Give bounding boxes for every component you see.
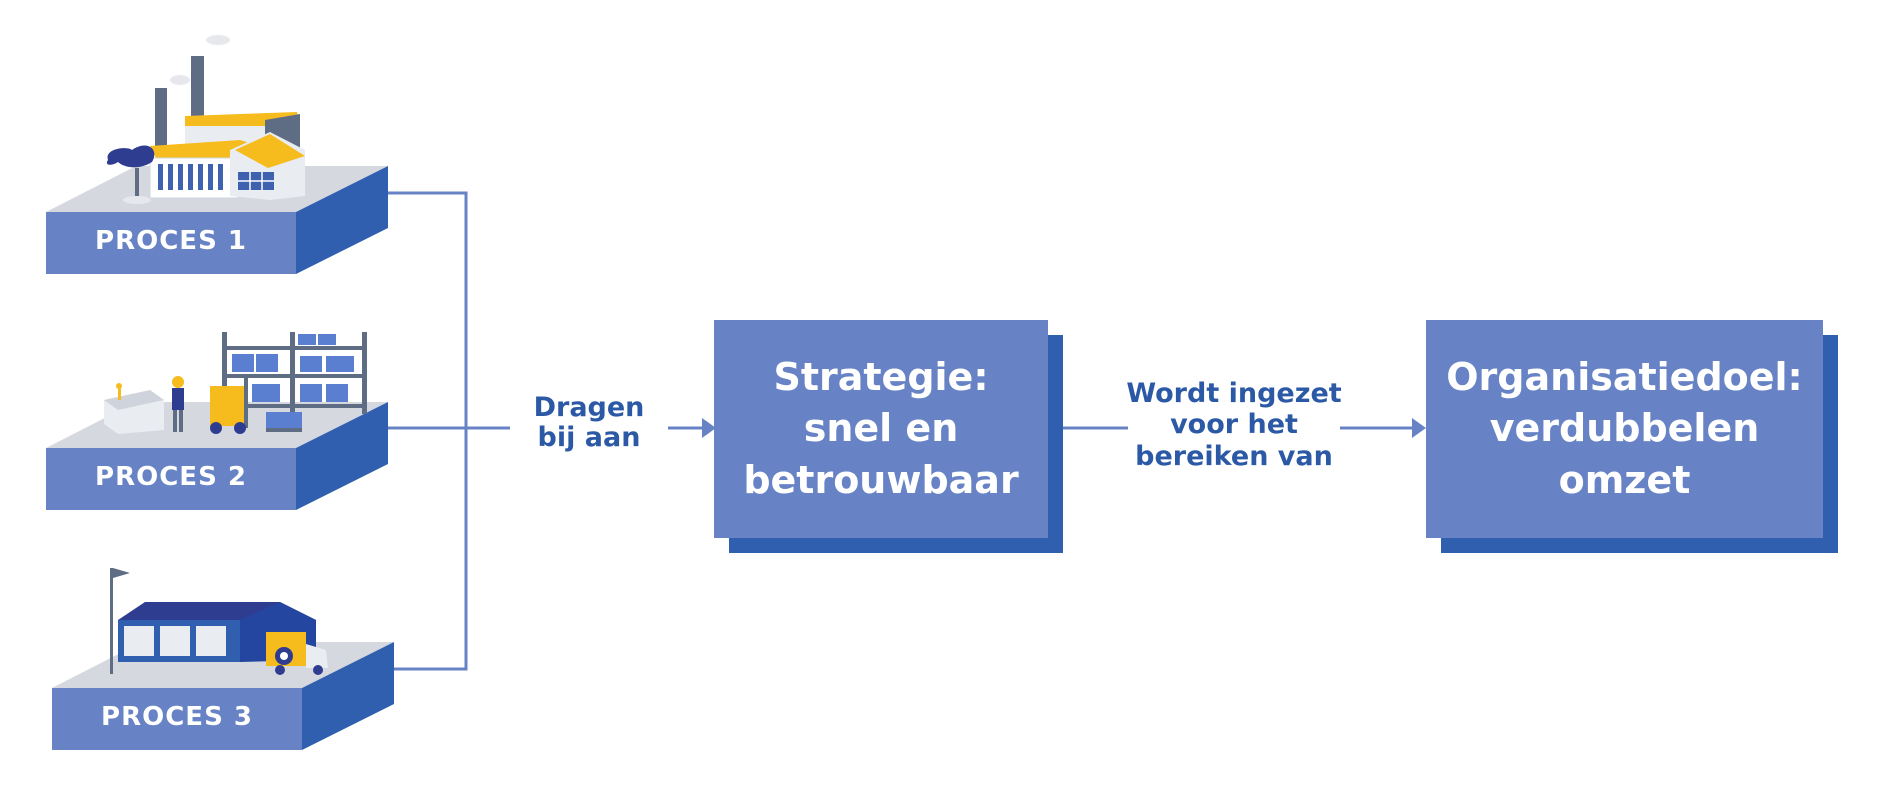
factory-icon bbox=[106, 35, 305, 204]
process-1-label: PROCES 1 bbox=[95, 226, 247, 256]
process-3-connector bbox=[394, 428, 468, 671]
connector-lines bbox=[388, 191, 1415, 671]
distribution-center-icon bbox=[110, 568, 328, 675]
strategy-box bbox=[714, 320, 1063, 553]
contributes-label: Dragen bij aan bbox=[533, 392, 645, 453]
goal-line-2: verdubbelen bbox=[1489, 406, 1760, 451]
goal-box bbox=[1426, 320, 1838, 553]
goal-line-1: Organisatiedoel: bbox=[1446, 355, 1803, 400]
goal-line-3: omzet bbox=[1558, 457, 1691, 502]
strategy-box-text: Strategie: snel en betrouwbaar bbox=[714, 320, 1048, 538]
goal-box-text: Organisatiedoel: verdubbelen omzet bbox=[1426, 320, 1823, 538]
strategy-line-1: Strategie: bbox=[773, 355, 989, 400]
arrow-head-strategy bbox=[702, 418, 716, 438]
process-2-label: PROCES 2 bbox=[95, 462, 247, 492]
used-for-label: Wordt ingezet voor het bereiken van bbox=[1126, 378, 1342, 472]
delivery-truck-icon bbox=[266, 632, 328, 675]
warehouse-shelf-icon bbox=[210, 332, 367, 434]
strategy-line-2: snel en bbox=[803, 406, 959, 451]
process-1-connector bbox=[388, 191, 468, 428]
strategy-line-3: betrouwbaar bbox=[743, 457, 1019, 502]
tree-icon bbox=[106, 145, 155, 168]
process-3-label: PROCES 3 bbox=[101, 702, 253, 732]
flag-icon bbox=[113, 568, 130, 578]
workbench-icon bbox=[104, 376, 184, 434]
arrow-head-goal bbox=[1412, 418, 1426, 438]
